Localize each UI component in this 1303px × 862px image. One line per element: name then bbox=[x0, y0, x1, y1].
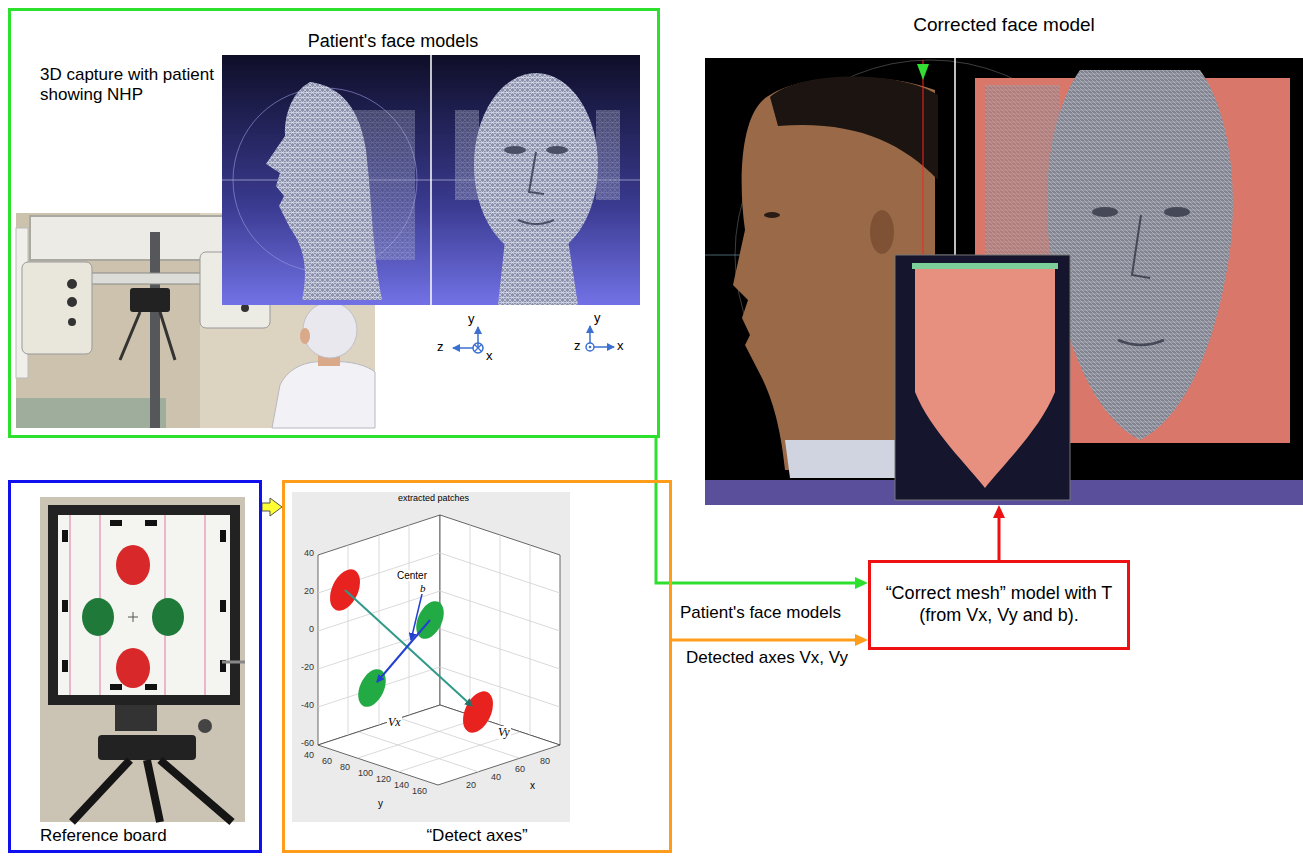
text-slot: x bbox=[530, 780, 535, 791]
vector-label: b bbox=[419, 582, 427, 594]
arrow-head bbox=[855, 577, 868, 589]
text-slot: Corrected face model bbox=[705, 14, 1303, 37]
connector-line bbox=[656, 438, 856, 583]
text-slot: y bbox=[378, 798, 383, 809]
text-slot: 160 bbox=[412, 787, 427, 797]
vector-label: Center bbox=[396, 570, 428, 581]
vector-label: Vy bbox=[497, 726, 511, 739]
tick-label: 80 bbox=[340, 763, 350, 773]
text-slot: Center bbox=[396, 565, 428, 583]
text-slot: x bbox=[486, 349, 493, 363]
panel-heading: Patient's face models bbox=[213, 31, 573, 53]
arrow-head bbox=[993, 505, 1005, 518]
text-slot: z bbox=[574, 339, 581, 353]
tick-label: 20 bbox=[466, 781, 476, 791]
text-slot: 140 bbox=[394, 781, 409, 791]
axis-label: y bbox=[378, 798, 383, 809]
group-box: Reference board bbox=[8, 480, 262, 853]
text-slot: Detected axes Vx, Vy bbox=[684, 648, 850, 668]
block-arrow bbox=[262, 498, 282, 516]
text-slot: 120 bbox=[376, 775, 391, 785]
text-slot: z bbox=[437, 340, 444, 354]
axis-label: z bbox=[574, 339, 581, 353]
reference-board-photo bbox=[40, 497, 245, 822]
text-slot: Patient's face models bbox=[213, 31, 573, 53]
process-box: “Correct mesh” model with T (from Vx, Vy… bbox=[868, 560, 1130, 650]
text-slot: Reference board bbox=[40, 826, 250, 846]
tick-label: -20 bbox=[292, 663, 314, 673]
text-slot: extracted patches bbox=[398, 494, 469, 504]
tick-label: 60 bbox=[515, 765, 525, 775]
tick-label: 40 bbox=[292, 549, 314, 559]
text-slot: 80 bbox=[340, 763, 350, 773]
tick-label: 80 bbox=[540, 757, 550, 767]
panel-heading: Corrected face model bbox=[705, 14, 1303, 37]
text-slot: x bbox=[617, 339, 624, 353]
tick-label: 0 bbox=[292, 625, 314, 635]
edge-label: Patient's face models bbox=[678, 603, 843, 623]
connector bbox=[262, 498, 282, 516]
axis-label: x bbox=[486, 349, 493, 363]
text-slot: “Correct mesh” model with T (from Vx, Vy… bbox=[874, 583, 1124, 626]
tick-label: 160 bbox=[412, 787, 427, 797]
text-slot: y bbox=[468, 312, 475, 326]
text-slot: -60 bbox=[292, 739, 314, 749]
image-panel: Corrected face model bbox=[705, 58, 1303, 505]
face-model-screenshot bbox=[222, 55, 640, 353]
text-slot: Vy bbox=[497, 722, 511, 740]
panel-caption: 3D capture with patient showing NHP bbox=[40, 65, 222, 106]
tick-label: 120 bbox=[376, 775, 391, 785]
connector bbox=[993, 505, 1005, 560]
vector-label: Vx bbox=[387, 716, 402, 729]
tick-label: 20 bbox=[292, 587, 314, 597]
tick-label: 140 bbox=[394, 781, 409, 791]
process-label: “Correct mesh” model with T (from Vx, Vy… bbox=[874, 583, 1124, 626]
text-slot: 40 bbox=[292, 549, 314, 559]
axis-label: y bbox=[468, 312, 475, 326]
text-slot: 20 bbox=[292, 587, 314, 597]
connector-line bbox=[672, 639, 856, 642]
edge-label: Detected axes Vx, Vy bbox=[684, 648, 850, 668]
text-slot: 40 bbox=[491, 773, 501, 783]
tick-label: -40 bbox=[292, 701, 314, 711]
text-slot: 3D capture with patient showing NHP bbox=[40, 65, 222, 106]
tick-label: 60 bbox=[322, 757, 332, 767]
group-box: “Detect axes” bbox=[282, 480, 672, 853]
tick-label: 40 bbox=[304, 751, 314, 761]
plot-title: extracted patches bbox=[398, 494, 469, 504]
axis-label: x bbox=[530, 780, 535, 791]
tick-label: 100 bbox=[358, 769, 373, 779]
text-slot: Vx bbox=[387, 712, 402, 730]
tick-label: -60 bbox=[292, 739, 314, 749]
text-slot: Patient's face models bbox=[678, 603, 843, 623]
text-slot: -40 bbox=[292, 701, 314, 711]
text-slot: -20 bbox=[292, 663, 314, 673]
text-slot: 60 bbox=[322, 757, 332, 767]
text-slot: “Detect axes” bbox=[285, 826, 669, 846]
text-slot: y bbox=[594, 311, 601, 325]
corrected-model-screenshot bbox=[705, 58, 1303, 505]
arrow-head bbox=[855, 634, 868, 646]
text-slot: 100 bbox=[358, 769, 373, 779]
connector bbox=[656, 438, 868, 589]
panel-caption: “Detect axes” bbox=[285, 826, 669, 846]
text-slot: 20 bbox=[466, 781, 476, 791]
connector-line bbox=[998, 517, 1001, 560]
axes-plot bbox=[292, 492, 570, 822]
group-box: Patient's face models 3D capture with pat… bbox=[8, 8, 660, 438]
panel-caption: Reference board bbox=[40, 826, 250, 846]
axis-label: y bbox=[594, 311, 601, 325]
text-slot: 60 bbox=[515, 765, 525, 775]
axis-label: z bbox=[437, 340, 444, 354]
text-slot: 80 bbox=[540, 757, 550, 767]
connector bbox=[672, 634, 868, 646]
text-slot: 40 bbox=[304, 751, 314, 761]
axis-label: x bbox=[617, 339, 624, 353]
tick-label: 40 bbox=[491, 773, 501, 783]
text-slot: 0 bbox=[292, 625, 314, 635]
